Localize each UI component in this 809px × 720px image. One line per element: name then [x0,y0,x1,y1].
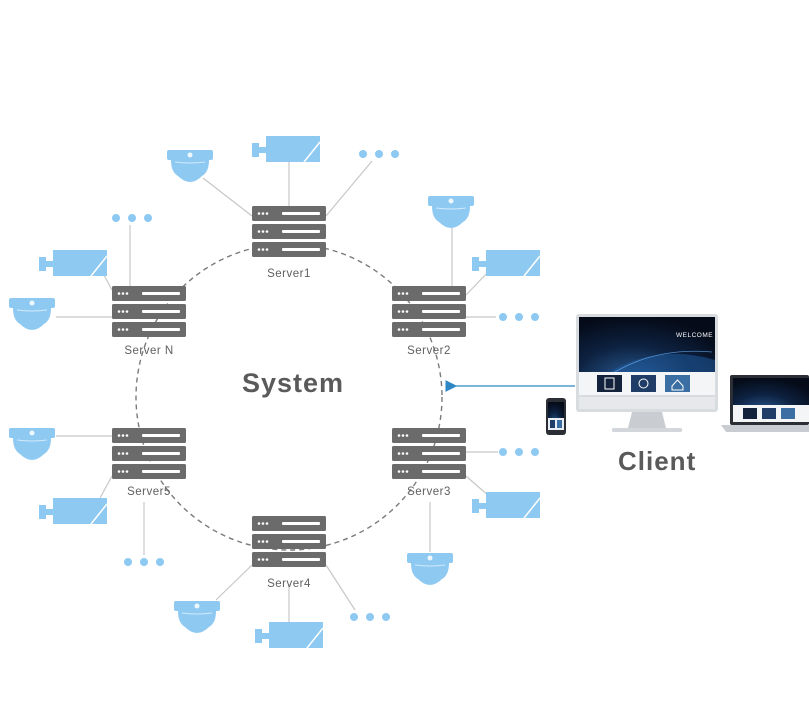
server-label: Server2 [407,345,451,357]
server-rack-icon [112,428,186,479]
server-label: Server1 [267,268,311,280]
ellipsis-icon [499,313,539,321]
welcome-screen-text: WELCOME [676,332,714,339]
bullet-camera-icon [38,497,108,525]
dome-camera-icon [427,195,475,229]
bullet-camera-icon [471,491,541,519]
laptop-icon [721,375,809,432]
ellipsis-icon [350,613,390,621]
server-rack-icon [252,516,326,567]
server-rack-icon [112,286,186,337]
server-rack-icon [392,286,466,337]
system-label: System [242,368,345,398]
server-rack-icon [252,206,326,257]
smartphone-icon [546,398,566,435]
desktop-monitor-icon [576,314,718,432]
bullet-camera-icon [254,621,324,649]
server-label: Server4 [267,578,311,590]
server-label: Server5 [127,486,171,498]
camera-links [56,160,498,622]
bullet-camera-icon [38,249,108,277]
ellipsis-icon [124,558,164,566]
dome-camera-icon [8,427,56,461]
client-label: Client [618,446,697,476]
dome-camera-icon [166,149,214,183]
dome-camera-icon [8,297,56,331]
ellipsis-icon [359,150,399,158]
server-label: Server N [124,345,174,357]
bullet-camera-icon [471,249,541,277]
dome-camera-icon [406,552,454,586]
bullet-camera-icon [251,135,321,163]
server-label: Server3 [407,486,451,498]
ellipsis-icon [499,448,539,456]
dome-camera-icon [173,600,221,634]
server-rack-icon [392,428,466,479]
ellipsis-icon [112,214,152,222]
